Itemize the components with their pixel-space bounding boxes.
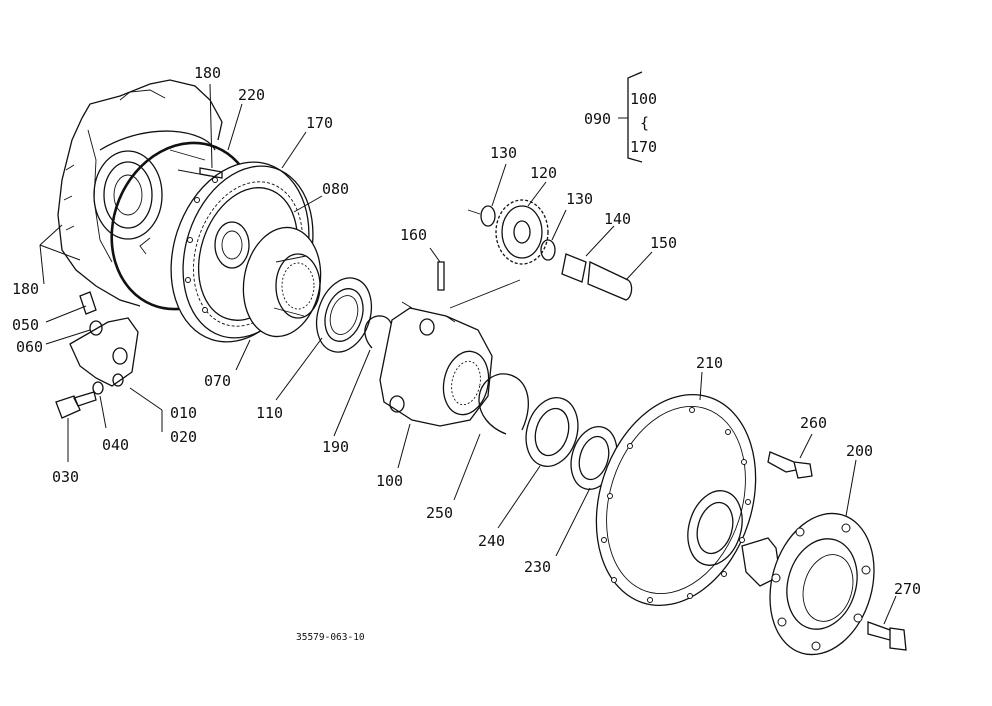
bolt-050 bbox=[79, 291, 97, 315]
callout-010: 010 bbox=[170, 404, 197, 422]
housing-100 bbox=[379, 301, 493, 427]
thrust-washer-130-a bbox=[480, 205, 496, 227]
callout-230: 230 bbox=[524, 558, 551, 576]
callout-080: 080 bbox=[322, 180, 349, 198]
bolt-030 bbox=[55, 391, 97, 419]
callout-270: 270 bbox=[894, 580, 921, 598]
callout-190: 190 bbox=[322, 438, 349, 456]
callout-210: 210 bbox=[696, 354, 723, 372]
leader-lines bbox=[39, 83, 897, 625]
bearing-110 bbox=[315, 277, 373, 353]
bracket-010 bbox=[69, 317, 139, 387]
assembly-bracket bbox=[618, 71, 643, 163]
callout-250: 250 bbox=[426, 504, 453, 522]
carrier-hub-070 bbox=[242, 226, 322, 338]
cover-210 bbox=[595, 393, 757, 607]
callout-200: 200 bbox=[846, 442, 873, 460]
callout-240: 240 bbox=[478, 532, 505, 550]
callout-060: 060 bbox=[16, 338, 43, 356]
snap-ring-250 bbox=[478, 373, 529, 435]
needle-bearing-140 bbox=[561, 253, 587, 283]
callout-180-top: 180 bbox=[194, 64, 221, 82]
drawing-code: 35579-063-10 bbox=[296, 632, 365, 643]
washer-040 bbox=[92, 381, 104, 395]
callout-150: 150 bbox=[650, 234, 677, 252]
assembly-range-start-100: 100 bbox=[630, 90, 657, 108]
callout-260: 260 bbox=[800, 414, 827, 432]
assembly-range-separator: { bbox=[640, 114, 649, 132]
thrust-washer-130-b bbox=[540, 239, 556, 261]
nut-060 bbox=[89, 320, 103, 336]
callout-220: 220 bbox=[238, 86, 265, 104]
assembly-parent-090: 090 bbox=[584, 110, 611, 128]
callout-140: 140 bbox=[604, 210, 631, 228]
callout-040: 040 bbox=[102, 436, 129, 454]
pin-160 bbox=[437, 261, 445, 291]
callout-160: 160 bbox=[400, 226, 427, 244]
planet-shaft-150 bbox=[587, 261, 633, 301]
callout-020: 020 bbox=[170, 428, 197, 446]
callout-050: 050 bbox=[12, 316, 39, 334]
bolt-270 bbox=[867, 621, 907, 651]
assembly-range-end-170: 170 bbox=[630, 138, 657, 156]
bolt-260 bbox=[767, 451, 813, 479]
dowel-pin-180 bbox=[199, 167, 223, 179]
callout-120: 120 bbox=[530, 164, 557, 182]
axle-flange-200 bbox=[741, 512, 875, 656]
callout-170: 170 bbox=[306, 114, 333, 132]
planet-gear-120 bbox=[495, 199, 549, 265]
callout-130-b: 130 bbox=[566, 190, 593, 208]
callout-180-left: 180 bbox=[12, 280, 39, 298]
callout-130-a: 130 bbox=[490, 144, 517, 162]
callout-070: 070 bbox=[204, 372, 231, 390]
callout-030: 030 bbox=[52, 468, 79, 486]
callout-100: 100 bbox=[376, 472, 403, 490]
callout-110: 110 bbox=[256, 404, 283, 422]
bearing-240 bbox=[525, 397, 579, 467]
